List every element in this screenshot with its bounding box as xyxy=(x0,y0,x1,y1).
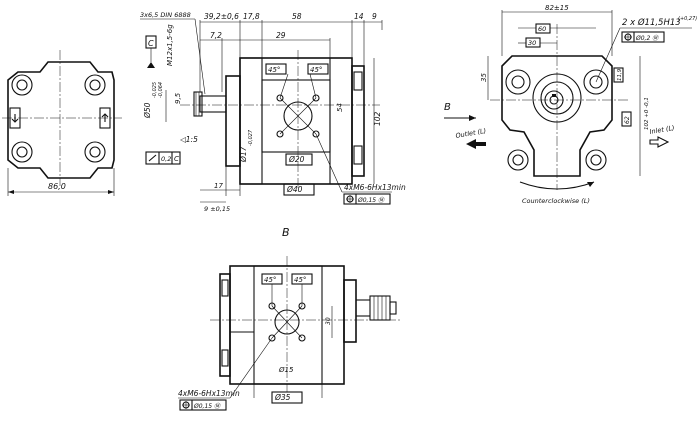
port-tol-side: Ø0,15 Ⓜ xyxy=(357,196,385,204)
left-view-width-dim: 86,0 xyxy=(48,182,66,191)
dim-d17: Ø17 xyxy=(239,146,248,163)
dim-14: 14 xyxy=(354,12,364,21)
view-b-dim-30: 30 xyxy=(325,317,332,325)
dim-shaft-tol-top: -0,025 xyxy=(152,82,158,98)
dim-29: 29 xyxy=(276,31,286,40)
dim-11-9: 11,9 xyxy=(617,68,623,81)
inlet-label: Inlet (L) xyxy=(649,124,675,136)
rotation-label: Counterclockwise (L) xyxy=(522,197,590,205)
view-b-port-tol: Ø0,15 Ⓜ xyxy=(193,402,221,410)
outlet-label: Outlet (L) xyxy=(455,127,487,140)
view-b-angle-1: 45° xyxy=(264,276,276,284)
front-view: 82±15 60 30 35 2 x Ø11,5H13 (+0,27) Ø0,2… xyxy=(444,4,697,205)
port-spec-side: 4xM6-6Hx13min xyxy=(344,183,406,192)
dim-d17-tol: -0,027 xyxy=(248,129,254,146)
holes-callout: 2 x Ø11,5H13 xyxy=(622,17,681,28)
dim-54: 54 xyxy=(336,103,344,112)
runout-value: 0,2 xyxy=(161,155,171,163)
view-b-angle-2: 45° xyxy=(294,276,306,284)
dim-60-top: 60 xyxy=(538,25,546,33)
dim-102: 102 xyxy=(373,111,382,126)
dim-17-bottom: 17 xyxy=(214,182,223,190)
dim-62: 62 xyxy=(624,116,631,124)
dim-d20: Ø20 xyxy=(288,155,305,164)
dim-d40: Ø40 xyxy=(286,185,303,194)
view-b-marker: B xyxy=(444,102,451,113)
dim-17-8: 17,8 xyxy=(243,12,260,21)
side-view: 39,2±0,6 17,8 58 14 9 7,2 29 3x6,5 DIN 6… xyxy=(140,11,406,213)
dim-9-top: 9 xyxy=(372,12,377,21)
dim-30-top: 30 xyxy=(528,39,536,47)
dim-shaft-dia: Ø50 xyxy=(143,102,152,119)
view-b-dim-d15: Ø15 xyxy=(278,366,294,374)
dim-102-front: 102 +0 -0,1 xyxy=(644,97,650,130)
view-b: B 45° 45° 30 Ø xyxy=(178,226,400,411)
dim-9-5: 9,5 xyxy=(174,92,182,104)
dim-7-2: 7,2 xyxy=(210,31,222,40)
dim-9-tol: 9 ±0,15 xyxy=(204,205,230,213)
dim-taper: ◁1:5 xyxy=(180,135,198,144)
dim-shaft-tol-bottom: -0,064 xyxy=(158,82,164,98)
holes-pos-tol: Ø0,2 Ⓜ xyxy=(635,34,659,42)
left-view: 86,0 xyxy=(2,50,122,196)
holes-callout-tol: (+0,27) xyxy=(678,16,697,22)
view-b-dim-d35: Ø35 xyxy=(274,393,291,402)
dim-82: 82±15 xyxy=(545,4,569,12)
datum-c: C xyxy=(148,39,154,48)
angle-45-left: 45° xyxy=(268,66,280,74)
dim-39-2: 39,2±0,6 xyxy=(204,12,239,21)
view-b-title: B xyxy=(282,226,290,239)
runout-datum: C xyxy=(174,155,179,163)
dim-35: 35 xyxy=(480,73,488,82)
thread-label: M12x1,5-6g xyxy=(166,24,174,66)
dim-58: 58 xyxy=(292,12,302,21)
angle-45-right: 45° xyxy=(310,66,322,74)
din-label: 3x6,5 DIN 6888 xyxy=(140,11,191,19)
view-b-port-spec: 4xM6-6Hx13min xyxy=(178,389,240,398)
